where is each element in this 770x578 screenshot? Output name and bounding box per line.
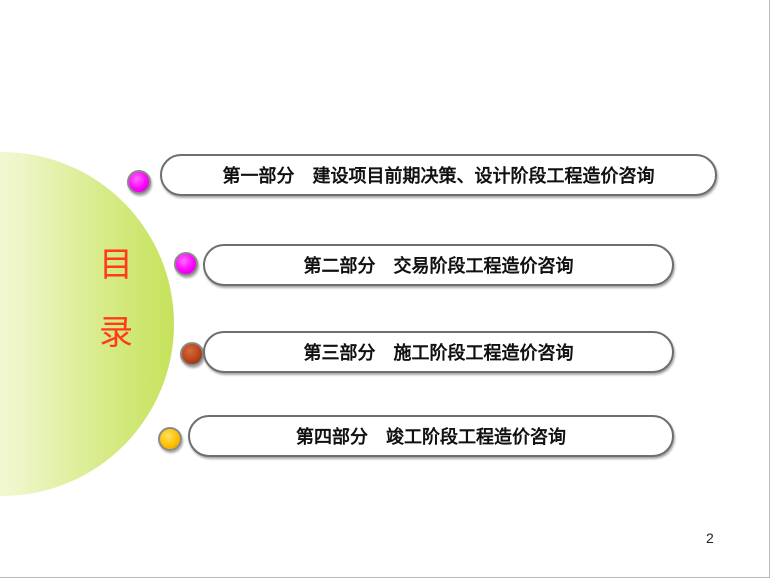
page-number: 2 (706, 530, 714, 546)
toc-item-part-3[interactable]: 第三部分 施工阶段工程造价咨询 (203, 331, 674, 373)
toc-title-char-2: 录 (99, 313, 133, 353)
bullet-dot-icon (180, 342, 204, 366)
toc-item-label: 第三部分 施工阶段工程造价咨询 (303, 343, 574, 364)
toc-item-label: 第四部分 竣工阶段工程造价咨询 (296, 427, 566, 448)
bullet-dot-icon (158, 427, 182, 451)
toc-item-label: 第二部分 交易阶段工程造价咨询 (303, 256, 574, 277)
bullet-dot-icon (174, 252, 198, 276)
bullet-dot-icon (127, 170, 151, 194)
toc-title-char-1: 目 (99, 245, 133, 285)
toc-item-part-1[interactable]: 第一部分 建设项目前期决策、设计阶段工程造价咨询 (160, 154, 717, 196)
toc-item-part-4[interactable]: 第四部分 竣工阶段工程造价咨询 (188, 415, 674, 457)
toc-item-label: 第一部分 建设项目前期决策、设计阶段工程造价咨询 (222, 166, 655, 187)
toc-item-part-2[interactable]: 第二部分 交易阶段工程造价咨询 (203, 244, 674, 286)
decorative-half-circle (0, 152, 174, 496)
